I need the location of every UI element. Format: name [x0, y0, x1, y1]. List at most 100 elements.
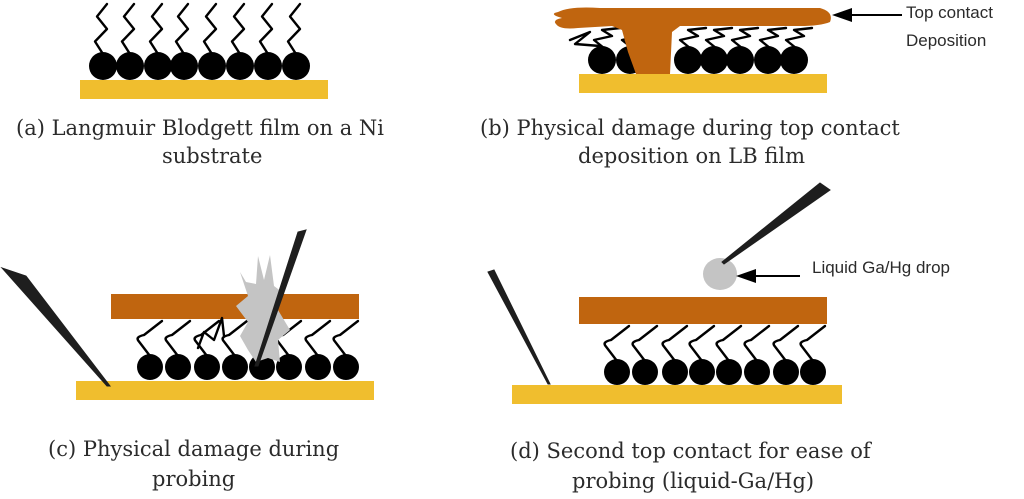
ni-substrate [80, 80, 328, 99]
lb-monolayer [136, 316, 360, 380]
panel-d: Liquid Ga/Hg drop (d) Second top contact… [487, 182, 950, 493]
lb-molecule [780, 26, 814, 74]
lb-molecule [198, 2, 226, 80]
panel-a: (a) Langmuir Blodgett film on a Ni subst… [16, 2, 384, 168]
caption-c-line1: (c) Physical damage during [48, 437, 339, 461]
alkyl-chain [164, 319, 192, 358]
lb-molecule [700, 26, 734, 74]
caption-d-line2: probing (liquid-Ga/Hg) [572, 469, 814, 493]
alkyl-chain [93, 2, 109, 56]
lb-molecule [754, 26, 788, 74]
head-group [662, 359, 688, 385]
lb-monolayer-damaged [568, 26, 814, 74]
lb-molecule [674, 26, 708, 74]
probe-tip-right [254, 229, 307, 367]
alkyl-chain [678, 26, 708, 50]
head-group [194, 354, 220, 380]
alkyl-chain [772, 324, 800, 363]
head-group [333, 354, 359, 380]
head-group [198, 52, 226, 80]
lb-molecule [282, 2, 310, 80]
lb-molecule [715, 324, 743, 385]
lb-molecule [799, 324, 827, 385]
lb-molecule [743, 324, 771, 385]
probe-tip-left [0, 266, 112, 387]
lb-molecule [116, 2, 144, 80]
annotation-liquid-drop: Liquid Ga/Hg drop [812, 258, 950, 277]
lb-molecule [726, 26, 760, 74]
top-contact-layer [579, 297, 827, 324]
alkyl-chain [230, 2, 246, 56]
arrow [832, 8, 902, 22]
lb-molecule [588, 26, 622, 74]
lb-molecule [772, 324, 800, 385]
annotation-top-contact: Top contact [906, 3, 993, 22]
probe-tip-left [487, 269, 551, 385]
alkyl-chain [174, 2, 190, 56]
alkyl-chain [136, 319, 164, 358]
lb-molecule [164, 319, 192, 380]
head-group [116, 52, 144, 80]
alkyl-chain [704, 26, 734, 50]
head-group [222, 354, 248, 380]
alkyl-chain [286, 2, 302, 56]
alkyl-chain [730, 26, 760, 50]
alkyl-chain [202, 2, 218, 56]
alkyl-chain [120, 2, 136, 56]
head-group [89, 52, 117, 80]
alkyl-chain [784, 26, 814, 50]
lb-molecule [89, 2, 117, 80]
head-group [254, 52, 282, 80]
alkyl-chain [758, 26, 788, 50]
head-group [305, 354, 331, 380]
head-group [726, 46, 754, 74]
lb-molecule [144, 2, 172, 80]
head-group [170, 52, 198, 80]
lb-molecule [226, 2, 254, 80]
ni-substrate [512, 385, 842, 404]
head-group [744, 359, 770, 385]
head-group [165, 354, 191, 380]
alkyl-chain [799, 324, 827, 363]
top-contact-blob [553, 7, 831, 74]
collapsed-chain [568, 30, 602, 48]
head-group [754, 46, 782, 74]
ni-substrate [76, 381, 374, 400]
collapsed-chain [196, 316, 226, 350]
lb-molecule [631, 324, 659, 385]
head-group [773, 359, 799, 385]
alkyl-chain [221, 319, 249, 358]
head-group [800, 359, 826, 385]
lb-molecule [254, 2, 282, 80]
lb-monolayer [603, 324, 827, 385]
head-group [588, 46, 616, 74]
caption-a-line1: (a) Langmuir Blodgett film on a Ni [16, 116, 384, 140]
panel-c: (c) Physical damage during probing [0, 229, 374, 491]
alkyl-chain [631, 324, 659, 363]
alkyl-chain [258, 2, 274, 56]
head-group [604, 359, 630, 385]
alkyl-chain [193, 319, 221, 358]
top-contact-layer [111, 294, 359, 319]
lb-molecule [332, 319, 360, 380]
head-group [700, 46, 728, 74]
liquid-ga-hg-drop [703, 258, 737, 290]
alkyl-chain [603, 324, 631, 363]
lb-molecule [661, 324, 689, 385]
lb-monolayer [89, 2, 310, 80]
head-group [674, 46, 702, 74]
lb-molecule [688, 324, 716, 385]
panel-b: Top contact Deposition (b) Physical dama… [480, 3, 993, 168]
head-group [276, 354, 302, 380]
alkyl-chain [304, 319, 332, 358]
head-group [689, 359, 715, 385]
lb-molecule [603, 324, 631, 385]
head-group [632, 359, 658, 385]
probe-tip-top [721, 182, 831, 265]
alkyl-chain [661, 324, 689, 363]
alkyl-chain [688, 324, 716, 363]
head-group [780, 46, 808, 74]
caption-b-line2: deposition on LB film [578, 144, 805, 168]
alkyl-chain [592, 26, 622, 50]
